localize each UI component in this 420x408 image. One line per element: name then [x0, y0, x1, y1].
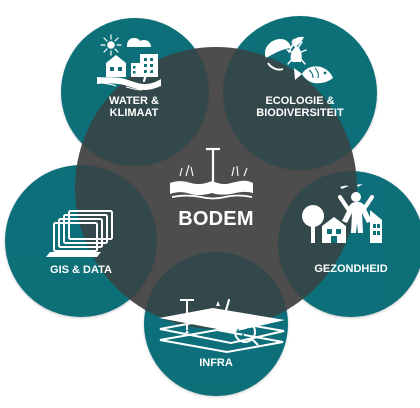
health-text: GEZONDHEID — [314, 263, 388, 275]
water-climate-line-2: KLIMAAT — [109, 106, 159, 119]
health-label: GEZONDHEID — [310, 263, 392, 276]
health-people-icon — [302, 184, 382, 243]
water-climate-label: WATER & KLIMAAT — [102, 95, 166, 119]
water-climate-line-1: WATER & — [109, 95, 159, 107]
ecology-biodiversity-label: ECOLOGIE & BIODIVERSITEIT — [250, 95, 350, 119]
monitor-stack-icon — [46, 210, 113, 257]
ecology-line-1: ECOLOGIE & — [265, 95, 335, 107]
water-climate-icon — [97, 34, 161, 91]
ecology-line-2: BIODIVERSITEIT — [256, 106, 344, 119]
ecology-biodiversity-icon — [265, 36, 333, 84]
gis-data-text: GIS & DATA — [50, 264, 112, 276]
center-text: BODEM — [178, 208, 254, 230]
soil-probe-icon — [170, 147, 253, 200]
overlap-shading — [5, 16, 420, 396]
infrastructure-pipe-icon — [159, 298, 285, 354]
infra-label: INFRA — [190, 357, 242, 370]
infra-text: INFRA — [199, 357, 233, 369]
gis-data-label: GIS & DATA — [44, 264, 118, 277]
center-label: BODEM — [164, 209, 268, 230]
